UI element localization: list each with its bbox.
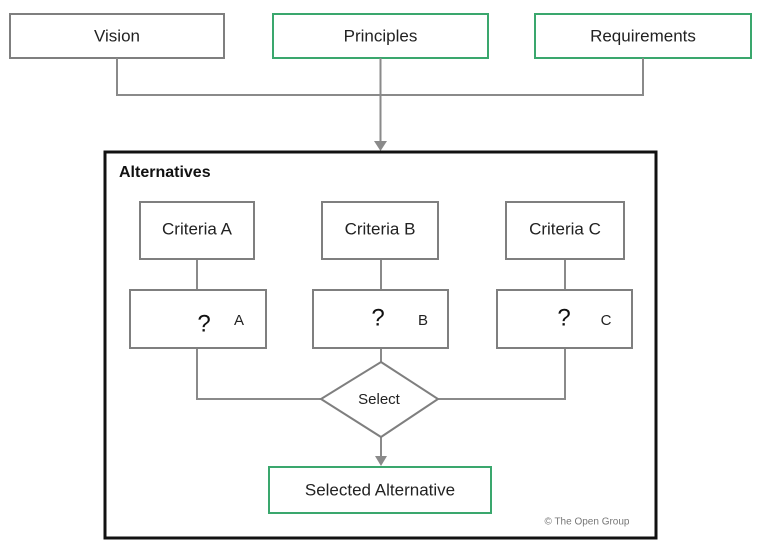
decision-connectors bbox=[196, 348, 566, 458]
selected-alternative-box: Selected Alternative bbox=[268, 466, 492, 514]
selected-alternative-label: Selected Alternative bbox=[305, 480, 455, 499]
criteria-b-label: Criteria B bbox=[345, 219, 416, 238]
option-b-question-mark: ? bbox=[371, 304, 384, 331]
requirements-box: Requirements bbox=[534, 13, 752, 59]
copyright-text: © The Open Group bbox=[544, 517, 629, 528]
option-a-question-mark: ? bbox=[197, 310, 210, 337]
vision-label: Vision bbox=[94, 26, 140, 45]
alternatives-title: Alternatives bbox=[119, 164, 211, 181]
criteria-a-label: Criteria A bbox=[162, 219, 233, 238]
option-a-letter: A bbox=[234, 312, 244, 329]
option-b-letter: B bbox=[418, 312, 428, 329]
top-arrowhead-icon bbox=[374, 141, 387, 151]
option-c-box: ? C bbox=[496, 289, 633, 349]
criteria-connectors bbox=[196, 259, 566, 290]
option-c-question-mark: ? bbox=[557, 304, 570, 331]
option-a-box: ? A bbox=[129, 289, 267, 349]
select-decision-diamond: Select bbox=[319, 360, 440, 439]
top-connector-lines bbox=[116, 58, 644, 142]
principles-label: Principles bbox=[344, 26, 418, 45]
criteria-a-box: Criteria A bbox=[139, 201, 255, 260]
option-c-letter: C bbox=[601, 312, 612, 329]
requirements-label: Requirements bbox=[590, 26, 696, 45]
option-b-box: ? B bbox=[312, 289, 449, 349]
criteria-c-label: Criteria C bbox=[529, 219, 601, 238]
decision-arrowhead-icon bbox=[375, 456, 387, 466]
vision-box: Vision bbox=[9, 13, 225, 59]
select-label: Select bbox=[358, 391, 401, 408]
criteria-c-box: Criteria C bbox=[505, 201, 625, 260]
principles-box: Principles bbox=[272, 13, 489, 59]
criteria-b-box: Criteria B bbox=[321, 201, 439, 260]
